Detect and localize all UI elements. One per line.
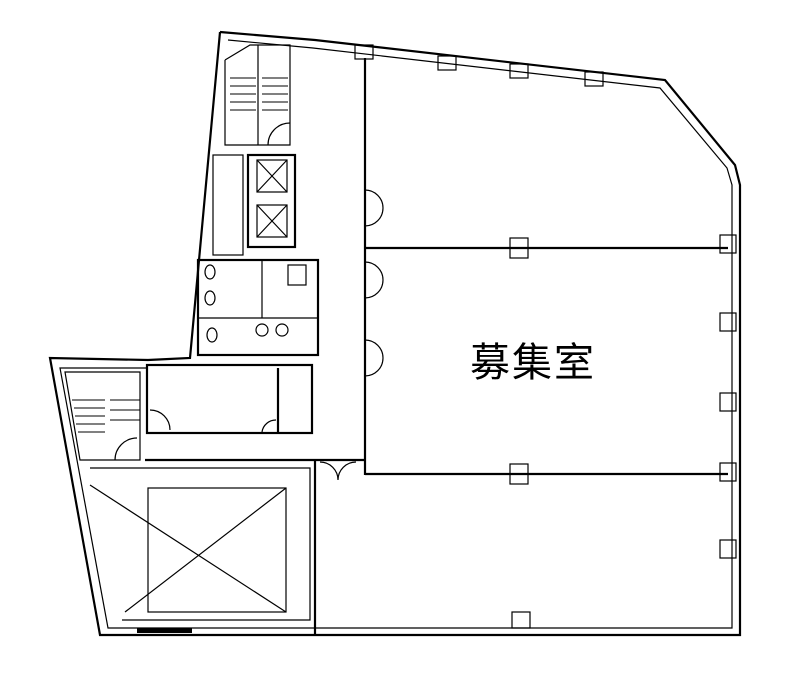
window-mullions bbox=[354, 44, 737, 629]
outer-walls bbox=[48, 30, 742, 637]
partition-walls bbox=[145, 58, 728, 635]
doors bbox=[319, 189, 384, 481]
void-shaft bbox=[89, 467, 311, 633]
room-lower-left bbox=[145, 363, 314, 435]
elevator-core bbox=[212, 153, 297, 256]
restrooms bbox=[196, 258, 320, 357]
available-room-label: 募集室 bbox=[470, 340, 596, 386]
stair-upper bbox=[224, 44, 291, 146]
stair-lower bbox=[64, 371, 141, 461]
